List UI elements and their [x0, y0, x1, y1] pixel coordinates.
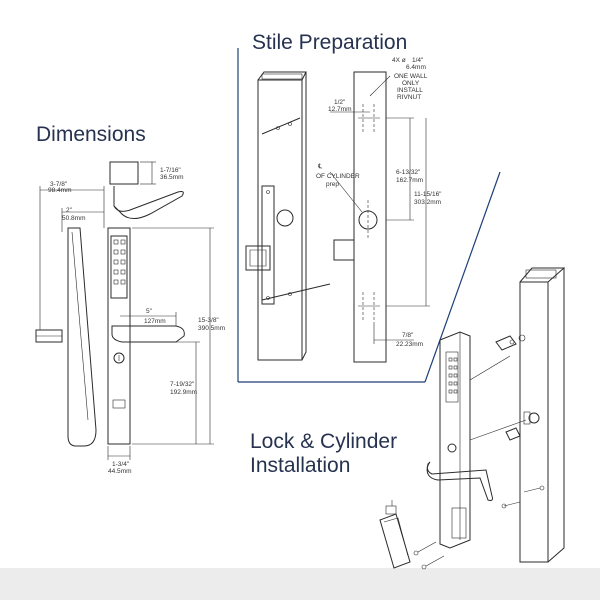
top-offset-in: 1-7/16" [160, 167, 181, 174]
overall-height-mm: 390.5mm [198, 325, 225, 332]
footer-band [0, 568, 600, 600]
hole-spacing-in: 11-15/16" [414, 191, 442, 198]
lever-length-mm: 127mm [144, 318, 166, 325]
lower-height-label: 7-19/32" 192.9mm [170, 381, 197, 396]
overall-depth-in: 3-7/8" [50, 181, 68, 188]
hole-dia-in: 1/4" [412, 57, 424, 64]
cylinder-line-1: OF CYLINDER [316, 173, 360, 180]
lock-cylinder-heading-line1: Lock & Cylinder [250, 430, 398, 453]
stile-left-drawing [245, 71, 331, 361]
overall-depth-mm: 98.4mm [48, 187, 71, 194]
note-line-1: ONE WALL [394, 73, 428, 80]
side-profile-drawing [35, 186, 105, 447]
top-offset-mm: 36.5mm [160, 174, 183, 181]
lever-length-label: 5" 127mm [144, 308, 166, 325]
cylinder-centerline-label: ℄ OF CYLINDER prep [316, 163, 360, 188]
hole-spacing-mm: 303.2mm [414, 199, 441, 206]
overall-depth-label: 3-7/8" 98.4mm [48, 181, 71, 194]
section-dividers [237, 48, 501, 383]
upper-spacing-in: 6-13/32" [396, 169, 421, 176]
body-depth-in: 2" [66, 207, 73, 214]
setback-label: 1/2" 12.7mm [328, 99, 351, 113]
mounting-hardware-drawing [413, 334, 545, 570]
hole-diameter-label: 4X ø 1/4" 6.4mm [392, 57, 426, 71]
top-offset-label: 1-7/16" 36.5mm [160, 167, 183, 181]
setback-in: 1/2" [334, 99, 346, 106]
lever-length-in: 5" [146, 308, 153, 315]
note-line-2: ONLY [402, 80, 420, 87]
note-line-3: INSTALL [397, 87, 423, 94]
stile-right-drawing [329, 71, 430, 363]
bottom-offset-mm: 22.23mm [396, 341, 423, 348]
divider-diagonal [424, 171, 501, 383]
overall-height-in: 15-3/8" [198, 317, 219, 324]
note-line-4: RIVNUT [397, 94, 421, 101]
overall-height-label: 15-3/8" 390.5mm [198, 317, 225, 332]
front-view-drawing [107, 227, 214, 460]
upper-spacing-mm: 162.7mm [396, 177, 423, 184]
width-label: 1-3/4" 44.5mm [108, 461, 131, 475]
setback-mm: 12.7mm [328, 106, 351, 113]
lower-height-in: 7-19/32" [170, 381, 195, 388]
lock-cylinder-heading-line2: Installation [250, 454, 351, 478]
centerline-symbol: ℄ [317, 163, 323, 170]
lock-cylinder-installation-heading: Lock & Cylinder Installation [250, 430, 397, 478]
cylinder-line-2: prep [326, 181, 339, 188]
upper-spacing-label: 6-13/32" 162.7mm [396, 169, 423, 184]
width-mm: 44.5mm [108, 468, 131, 475]
battery-cover-drawing [379, 500, 411, 569]
lock-body-drawing [426, 331, 527, 549]
body-depth-label: 2" 50.8mm [62, 207, 85, 222]
hole-spacing-label: 11-15/16" 303.2mm [414, 191, 442, 206]
stile-preparation-heading: Stile Preparation [252, 31, 408, 54]
top-view-drawing [109, 161, 184, 219]
hole-dia-mm: 6.4mm [406, 64, 426, 71]
body-depth-mm: 50.8mm [62, 215, 85, 222]
installation-stile-drawing [519, 267, 566, 563]
dimensions-heading: Dimensions [36, 123, 146, 146]
rivnut-note: ONE WALL ONLY INSTALL RIVNUT [394, 73, 428, 101]
bottom-offset-in: 7/8" [402, 332, 414, 339]
hole-dia-symbol: 4X ø [392, 57, 406, 64]
lower-height-mm: 192.9mm [170, 389, 197, 396]
bottom-offset-label: 7/8" 22.23mm [396, 332, 423, 348]
width-in: 1-3/4" [112, 461, 130, 468]
